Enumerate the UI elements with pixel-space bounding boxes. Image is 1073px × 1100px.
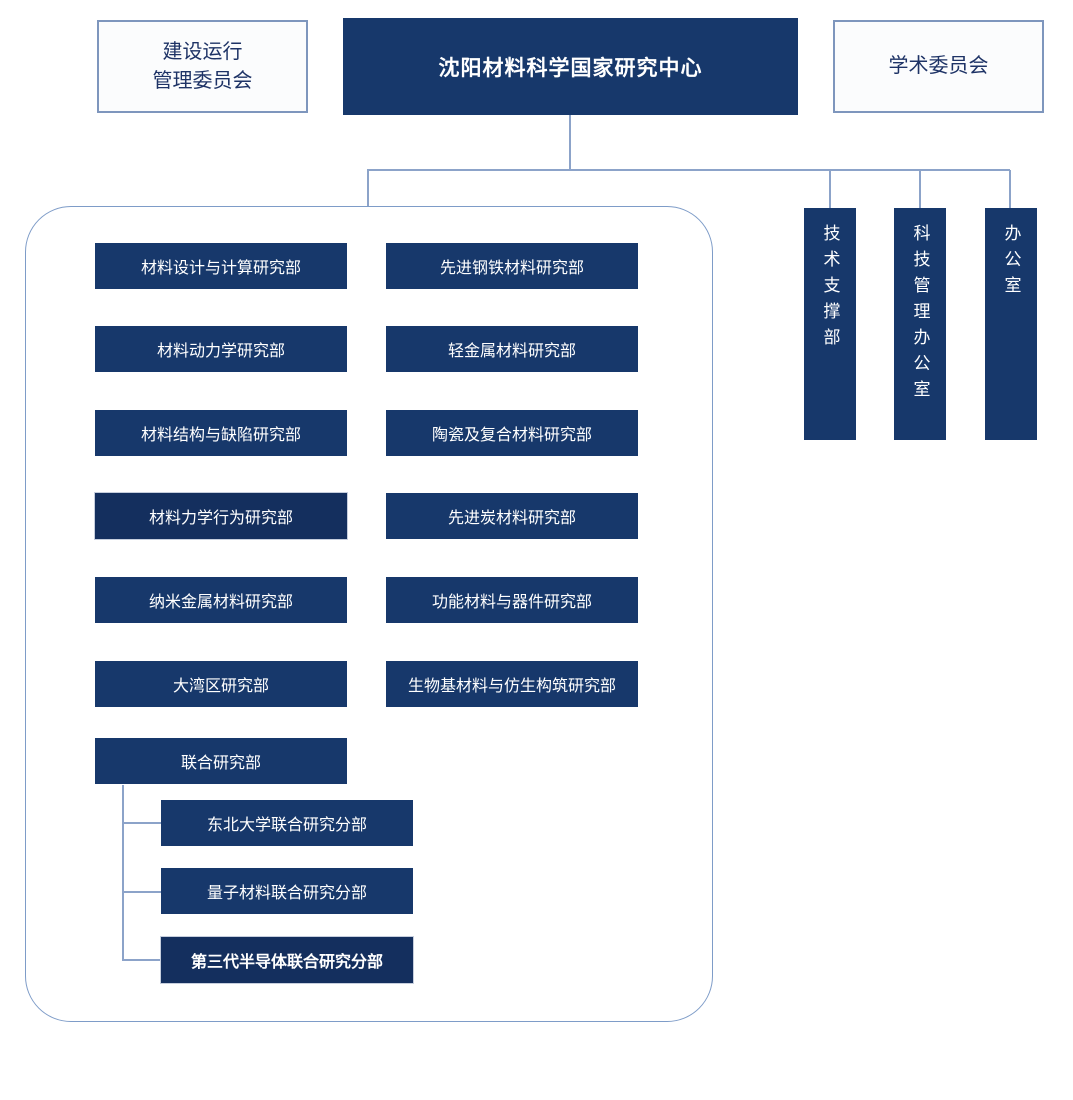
academic-committee-box: 学术委员会 bbox=[833, 20, 1044, 113]
dept-box-light-metal[interactable]: 轻金属材料研究部 bbox=[386, 326, 638, 372]
dept-label: 陶瓷及复合材料研究部 bbox=[431, 427, 592, 444]
office-box-sci-tech-management[interactable]: 科技管理办公室 bbox=[894, 208, 946, 440]
office-box-technical-support[interactable]: 技术支撑部 bbox=[804, 208, 856, 440]
dept-box-biobased-biomimetic[interactable]: 生物基材料与仿生构筑研究部 bbox=[386, 661, 638, 707]
committee-label-line: 学术委员会 bbox=[888, 55, 989, 77]
subdept-box-quantum-materials[interactable]: 量子材料联合研究分部 bbox=[161, 868, 413, 914]
dept-label: 先进钢铁材料研究部 bbox=[439, 260, 584, 277]
dept-box-materials-dynamics[interactable]: 材料动力学研究部 bbox=[95, 326, 347, 372]
committee-label-line: 建设运行 bbox=[162, 40, 243, 63]
dept-label: 先进炭材料研究部 bbox=[447, 510, 576, 527]
connector-joint-stub2 bbox=[123, 891, 161, 893]
center-title-label: 沈阳材料科学国家研究中心 bbox=[438, 56, 703, 80]
subdept-label: 东北大学联合研究分部 bbox=[206, 817, 367, 834]
dept-label: 轻金属材料研究部 bbox=[447, 343, 576, 360]
dept-box-structure-defects[interactable]: 材料结构与缺陷研究部 bbox=[95, 410, 347, 456]
dept-box-advanced-carbon[interactable]: 先进炭材料研究部 bbox=[386, 493, 638, 539]
connector-office2-drop bbox=[919, 170, 921, 208]
dept-label: 材料设计与计算研究部 bbox=[140, 260, 301, 277]
dept-box-nano-metal-materials[interactable]: 纳米金属材料研究部 bbox=[95, 577, 347, 623]
dept-box-mechanical-behavior[interactable]: 材料力学行为研究部 bbox=[94, 492, 348, 540]
connector-office3-drop bbox=[1009, 170, 1011, 208]
office-label: 技术支撑部 bbox=[820, 224, 840, 354]
dept-box-functional-materials-devices[interactable]: 功能材料与器件研究部 bbox=[386, 577, 638, 623]
subdept-box-northeastern-university[interactable]: 东北大学联合研究分部 bbox=[161, 800, 413, 846]
office-label: 办公室 bbox=[1001, 224, 1021, 302]
dept-label: 材料动力学研究部 bbox=[156, 343, 285, 360]
connector-office1-drop bbox=[829, 170, 831, 208]
dept-label: 生物基材料与仿生构筑研究部 bbox=[407, 678, 616, 695]
dept-box-advanced-steel[interactable]: 先进钢铁材料研究部 bbox=[386, 243, 638, 289]
dept-label: 大湾区研究部 bbox=[172, 678, 269, 695]
dept-label: 材料力学行为研究部 bbox=[148, 510, 293, 527]
connector-horizontal bbox=[367, 169, 1010, 171]
subdept-label: 量子材料联合研究分部 bbox=[206, 885, 367, 902]
connector-joint-stub3 bbox=[123, 959, 161, 961]
center-title-box: 沈阳材料科学国家研究中心 bbox=[343, 18, 798, 115]
dept-label: 材料结构与缺陷研究部 bbox=[140, 427, 301, 444]
dept-label: 功能材料与器件研究部 bbox=[431, 594, 592, 611]
dept-box-joint-research[interactable]: 联合研究部 bbox=[95, 738, 347, 784]
dept-label: 联合研究部 bbox=[180, 755, 261, 772]
connector-joint-stub1 bbox=[123, 822, 161, 824]
dept-box-ceramics-composites[interactable]: 陶瓷及复合材料研究部 bbox=[386, 410, 638, 456]
connector-title-drop bbox=[569, 115, 571, 169]
connector-container-drop bbox=[367, 170, 369, 206]
connector-joint-spine bbox=[122, 785, 124, 961]
dept-label: 纳米金属材料研究部 bbox=[148, 594, 293, 611]
office-box-general-office[interactable]: 办公室 bbox=[985, 208, 1037, 440]
subdept-box-third-gen-semiconductor[interactable]: 第三代半导体联合研究分部 bbox=[160, 936, 414, 984]
subdept-label: 第三代半导体联合研究分部 bbox=[190, 954, 383, 971]
dept-box-greater-bay-area[interactable]: 大湾区研究部 bbox=[95, 661, 347, 707]
committee-label-line: 管理委员会 bbox=[152, 69, 253, 92]
dept-box-materials-design-computing[interactable]: 材料设计与计算研究部 bbox=[95, 243, 347, 289]
office-label: 科技管理办公室 bbox=[910, 224, 930, 406]
construction-operation-committee-box: 建设运行 管理委员会 bbox=[97, 20, 308, 113]
